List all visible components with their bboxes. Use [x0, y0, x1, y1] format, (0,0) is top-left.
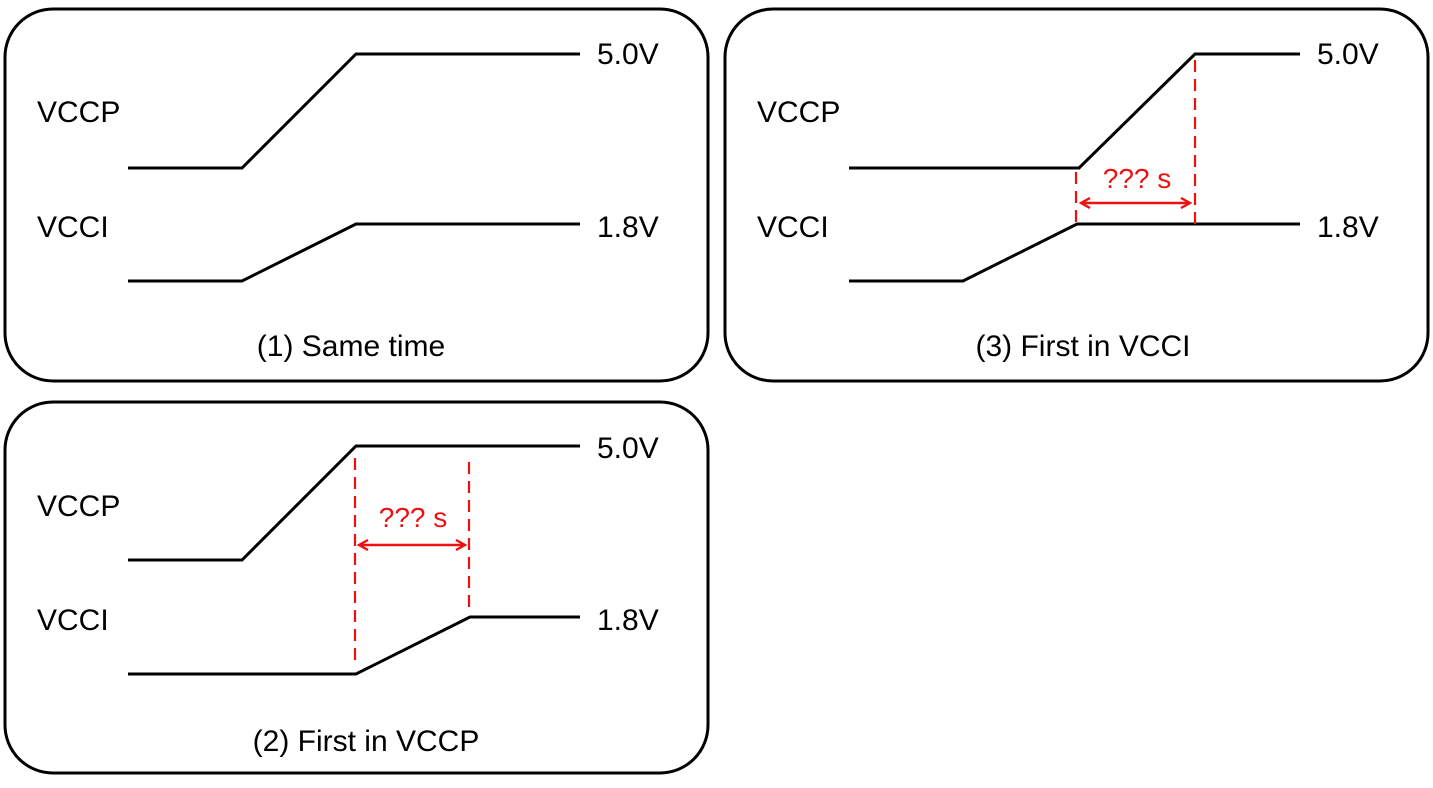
panel-first-in-vcci: VCCP VCCI ??? s 5.0V 1.8V (3) First in V…: [723, 7, 1430, 383]
panel-1-vccp-waveform: [128, 52, 580, 170]
panel-3-level-1v8: 1.8V: [1317, 211, 1379, 244]
panel-1-vcci-label: VCCI: [37, 211, 109, 244]
panel-1-level-1v8: 1.8V: [597, 211, 659, 244]
panel-same-time: VCCP VCCI 5.0V 1.8V (1) Same time: [3, 7, 710, 383]
panel-1-vccp-label: VCCP: [37, 96, 120, 129]
panel-3-level-5v: 5.0V: [1317, 38, 1379, 71]
panel-3-vcci-label: VCCI: [757, 211, 829, 244]
panel-1-vcci-waveform: [128, 222, 580, 283]
panel-1-frame: [3, 7, 710, 383]
panel-2-caption: (2) First in VCCP: [253, 725, 480, 758]
panel-2-vcci-label: VCCI: [37, 604, 109, 637]
panel-first-in-vccp: VCCP VCCI ??? s 5.0V 1.8V (2) First in V…: [3, 400, 710, 775]
panel-3-vccp-waveform: [849, 52, 1300, 170]
panel-3-vccp-label: VCCP: [757, 96, 840, 129]
panel-3-vcci-waveform: [849, 222, 1300, 283]
panel-2-vccp-label: VCCP: [37, 490, 120, 523]
panel-3-caption: (3) First in VCCI: [975, 330, 1190, 363]
panel-2-vccp-waveform: [128, 444, 580, 562]
panel-2-level-1v8: 1.8V: [597, 604, 659, 637]
panel-1-caption: (1) Same time: [257, 330, 445, 363]
panel-2-delay-label: ??? s: [379, 502, 448, 533]
panel-1-level-5v: 5.0V: [597, 38, 659, 71]
panel-3-delay-label: ??? s: [1103, 163, 1172, 194]
panel-3-frame: [723, 7, 1430, 383]
panel-2-frame: [3, 400, 710, 775]
panel-2-level-5v: 5.0V: [597, 432, 659, 465]
panel-2-vcci-waveform: [128, 615, 580, 676]
